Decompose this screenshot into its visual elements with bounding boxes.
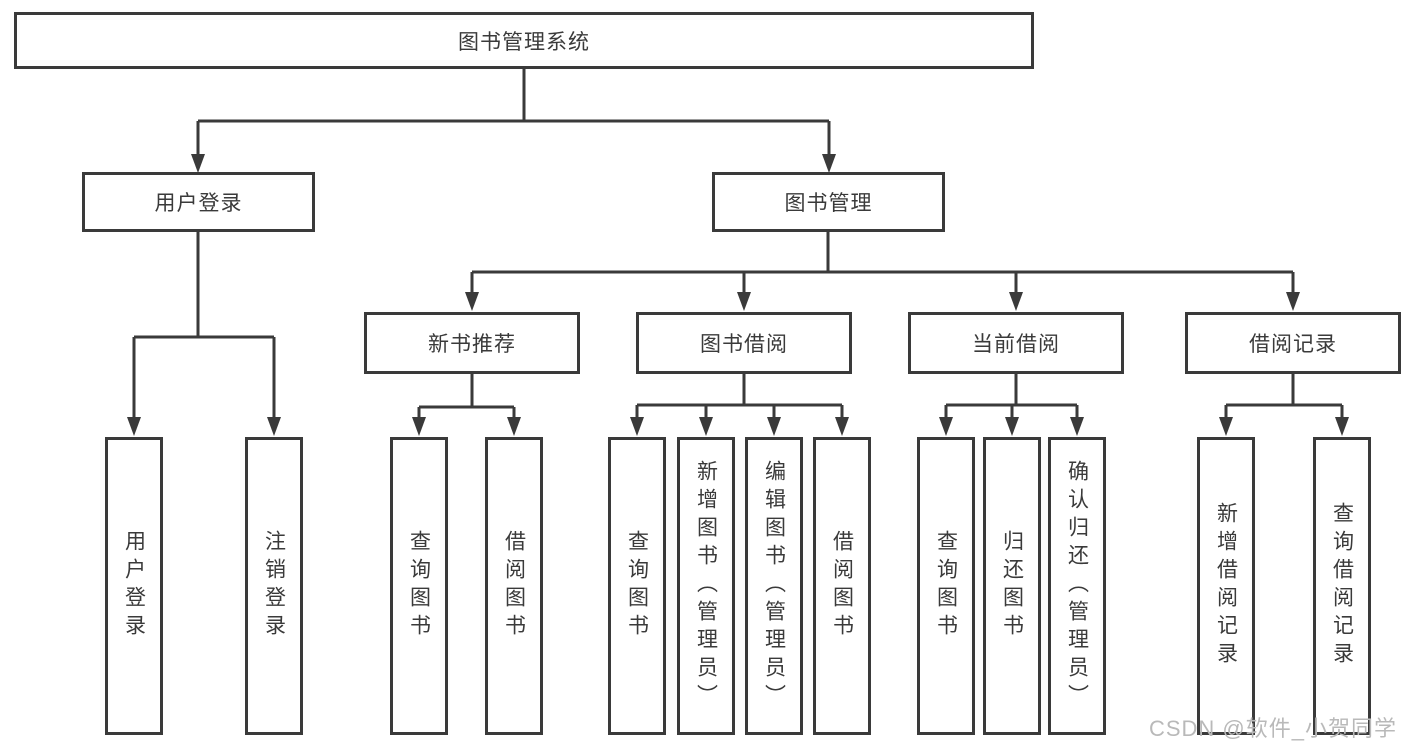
node-book-management: 图书管理 [712, 172, 945, 232]
leaf-query-books-2: 查询图书 [608, 437, 666, 735]
leaf-add-borrow-record: 新增借阅记录 [1197, 437, 1255, 735]
node-borrow-records: 借阅记录 [1185, 312, 1401, 374]
node-book-borrow: 图书借阅 [636, 312, 852, 374]
connector-newbooks-to-leaves [412, 374, 521, 436]
connector-root-to-level2 [191, 69, 836, 173]
leaf-add-book-admin: 新增图书（管理员） [677, 437, 735, 735]
node-user-login: 用户登录 [82, 172, 315, 232]
connector-records-to-leaves [1219, 374, 1349, 436]
watermark-text: CSDN @软件_小贺同学 [1148, 716, 1397, 741]
connector-manage-to-level3 [465, 232, 1300, 311]
connector-login-to-leaves [127, 232, 281, 436]
leaf-confirm-return-admin: 确认归还（管理员） [1048, 437, 1106, 735]
connector-current-to-leaves [939, 374, 1084, 436]
leaf-return-book: 归还图书 [983, 437, 1041, 735]
leaf-query-books-1: 查询图书 [390, 437, 448, 735]
leaf-query-borrow-record: 查询借阅记录 [1313, 437, 1371, 735]
connector-borrow-to-leaves [630, 374, 849, 436]
node-root: 图书管理系统 [14, 12, 1034, 69]
leaf-logout: 注销登录 [245, 437, 303, 735]
node-new-book-recommend: 新书推荐 [364, 312, 580, 374]
node-current-borrow: 当前借阅 [908, 312, 1124, 374]
leaf-borrow-books-1: 借阅图书 [485, 437, 543, 735]
leaf-user-login: 用户登录 [105, 437, 163, 735]
leaf-edit-book-admin: 编辑图书（管理员） [745, 437, 803, 735]
leaf-borrow-books-2: 借阅图书 [813, 437, 871, 735]
leaf-query-books-3: 查询图书 [917, 437, 975, 735]
